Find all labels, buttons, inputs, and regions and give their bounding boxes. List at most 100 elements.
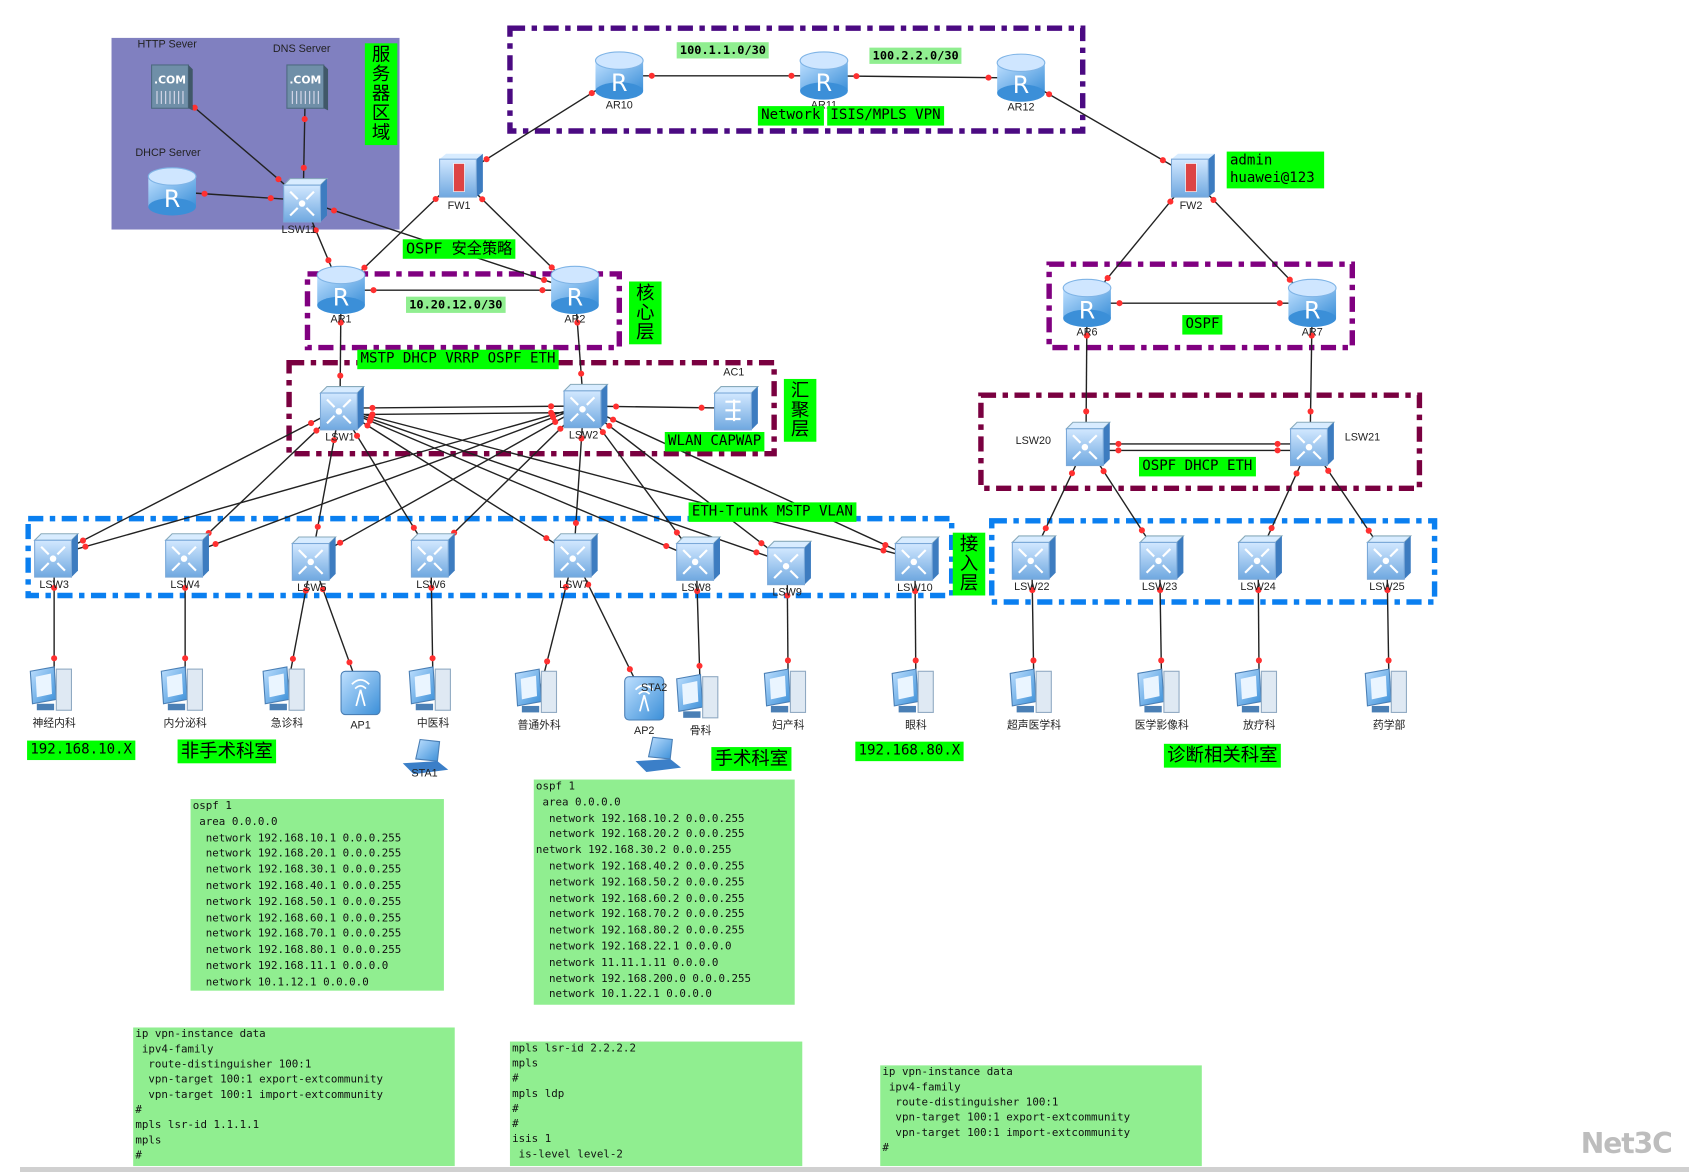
- node-lsw9[interactable]: LSW9: [766, 540, 813, 598]
- switch-icon[interactable]: [1289, 421, 1336, 467]
- node-pc_us[interactable]: 超声医学科: [1007, 668, 1061, 732]
- node-sta2[interactable]: STA2: [635, 682, 682, 772]
- link-line[interactable]: [583, 405, 735, 409]
- link-lsw2-lsw8[interactable]: [583, 405, 697, 560]
- node-pc_surg[interactable]: 普通外科: [514, 668, 561, 732]
- node-pc_er[interactable]: 急诊科: [262, 666, 305, 730]
- link-lsw7-pc_surg[interactable]: [538, 555, 575, 694]
- link-lsw1-lsw10[interactable]: [339, 407, 916, 560]
- pc-icon[interactable]: [1137, 668, 1180, 713]
- node-fw2[interactable]: FW2: [1170, 153, 1215, 212]
- node-fw1[interactable]: FW1: [439, 153, 483, 212]
- node-pc_pharm[interactable]: 药学部: [1364, 668, 1407, 732]
- node-lsw3[interactable]: LSW3: [33, 533, 80, 591]
- node-pc_neuro[interactable]: 神经内科: [29, 666, 76, 730]
- router-icon[interactable]: R: [996, 53, 1046, 102]
- switch-icon[interactable]: [675, 536, 722, 581]
- link-ar12-fw2[interactable]: [1020, 77, 1192, 178]
- switch-icon[interactable]: [553, 533, 599, 578]
- switch-icon[interactable]: [1065, 421, 1112, 467]
- switch-icon[interactable]: [291, 536, 337, 581]
- node-pc_tcm[interactable]: 中医科: [408, 666, 451, 730]
- pc-icon[interactable]: [1009, 668, 1052, 713]
- node-lsw22[interactable]: LSW22: [1011, 535, 1057, 593]
- switch-icon[interactable]: [766, 540, 813, 586]
- link-line[interactable]: [339, 405, 584, 409]
- link-lsw7-ap2[interactable]: [573, 555, 645, 699]
- link-line[interactable]: [53, 405, 584, 557]
- link-lsw1-lsw3[interactable]: [53, 407, 341, 557]
- link-ar10-ar11[interactable]: [619, 72, 824, 79]
- link-line[interactable]: [184, 407, 341, 556]
- link-line[interactable]: [430, 405, 585, 556]
- node-lsw23[interactable]: LSW23: [1138, 535, 1185, 593]
- link-line[interactable]: [339, 407, 697, 560]
- switch-icon[interactable]: [1011, 535, 1057, 580]
- node-ac1[interactable]: AC1: [713, 367, 760, 431]
- node-lsw21[interactable]: LSW21: [1289, 421, 1381, 467]
- link-ar1-ar2[interactable]: [341, 287, 575, 294]
- router-icon[interactable]: R: [594, 51, 644, 100]
- node-lsw6[interactable]: LSW6: [410, 533, 457, 591]
- node-lsw11[interactable]: LSW11: [282, 178, 329, 236]
- pc-icon[interactable]: [1234, 668, 1278, 713]
- link-line[interactable]: [339, 411, 584, 416]
- node-pc_img[interactable]: 医学影像科: [1135, 668, 1189, 732]
- node-ap2[interactable]: AP2: [624, 676, 665, 737]
- switch-icon[interactable]: [410, 533, 457, 578]
- link-line[interactable]: [184, 405, 584, 557]
- link-line[interactable]: [311, 408, 341, 559]
- link-line[interactable]: [583, 405, 788, 564]
- link-line[interactable]: [573, 555, 645, 699]
- router-icon[interactable]: R: [147, 167, 197, 216]
- node-lsw2[interactable]: LSW2: [562, 383, 609, 441]
- node-pc_obgyn[interactable]: 妇产科: [763, 668, 807, 732]
- node-lsw24[interactable]: LSW24: [1237, 535, 1284, 593]
- server-icon[interactable]: .COM: [286, 64, 329, 111]
- node-pc_rad[interactable]: 放疗科: [1234, 668, 1278, 732]
- link-line[interactable]: [311, 405, 584, 560]
- node-lsw25[interactable]: LSW25: [1366, 535, 1413, 593]
- switch-icon[interactable]: [33, 533, 80, 578]
- link-lsw2-lsw6[interactable]: [430, 405, 585, 556]
- firewall-icon[interactable]: [439, 153, 483, 198]
- switch-icon[interactable]: [282, 178, 329, 223]
- link-fw2-ar7[interactable]: [1190, 175, 1313, 304]
- link-line[interactable]: [458, 75, 620, 178]
- pc-icon[interactable]: [763, 668, 807, 713]
- link-line[interactable]: [339, 407, 575, 557]
- link-lsw20-lsw21[interactable]: [1085, 440, 1311, 447]
- pc-icon[interactable]: [1364, 668, 1407, 713]
- node-lsw1[interactable]: LSW1: [319, 385, 366, 444]
- switch-icon[interactable]: [1366, 535, 1413, 580]
- switch-icon[interactable]: [1237, 535, 1284, 580]
- switch-icon[interactable]: [894, 536, 941, 581]
- ap-icon[interactable]: [340, 670, 381, 716]
- link-line[interactable]: [583, 405, 916, 560]
- link-lsw2-lsw4[interactable]: [184, 405, 584, 557]
- pc-icon[interactable]: [514, 668, 558, 713]
- node-pc_eye[interactable]: 眼科: [891, 668, 934, 732]
- pc-icon[interactable]: [160, 666, 204, 711]
- switch-icon[interactable]: [562, 383, 609, 429]
- link-lsw1-lsw5[interactable]: [311, 408, 341, 559]
- link-ar6-ar7[interactable]: [1087, 300, 1313, 307]
- link-line[interactable]: [538, 555, 575, 694]
- pc-icon[interactable]: [676, 673, 719, 719]
- pc-icon[interactable]: [29, 666, 72, 711]
- router-icon[interactable]: R: [316, 265, 366, 314]
- link-line[interactable]: [311, 558, 362, 694]
- horizontal-scrollbar[interactable]: [20, 1167, 1689, 1172]
- firewall-icon[interactable]: [1170, 153, 1215, 198]
- link-ar11-ar12[interactable]: [823, 73, 1021, 81]
- pc-icon[interactable]: [891, 668, 934, 713]
- node-ap1[interactable]: AP1: [340, 670, 381, 732]
